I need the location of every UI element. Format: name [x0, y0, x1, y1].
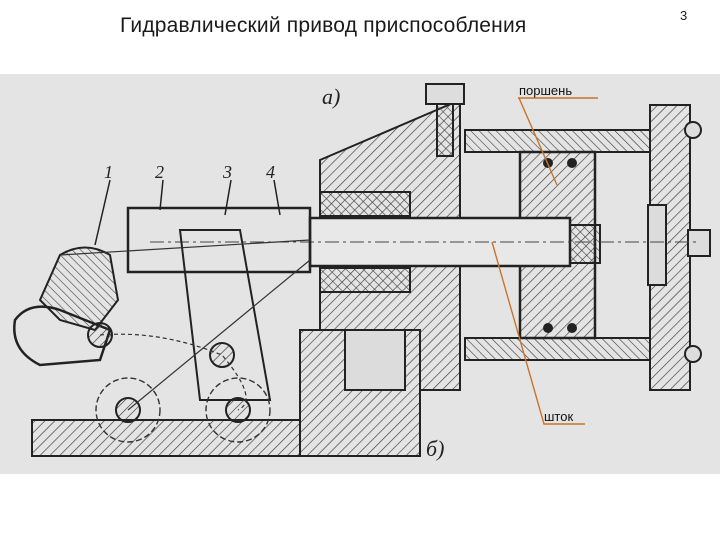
leader-4	[273, 179, 281, 216]
rod-nut	[569, 224, 601, 264]
cylinder-wall-bottom	[464, 337, 651, 361]
callout-piston: поршень	[519, 83, 573, 98]
end-cover	[649, 104, 691, 391]
callout-line-rod	[491, 241, 585, 425]
motion-path	[99, 333, 247, 411]
tie-bolt-top	[684, 121, 702, 139]
part-number-4: 4	[266, 162, 275, 182]
page-number: 3	[680, 8, 688, 23]
piston-seal-top-2	[567, 158, 577, 168]
slide-title: Гидравлический привод приспособления	[120, 14, 527, 37]
top-bolt-head	[425, 83, 465, 105]
view-label-a: а)	[322, 84, 340, 109]
end-cover-boss	[647, 204, 667, 286]
top-bolt-shank	[436, 103, 454, 157]
linkage-line-2	[127, 259, 311, 411]
leader-3	[224, 179, 232, 216]
linkage-line	[59, 239, 311, 256]
cylinder-wall-top	[464, 129, 651, 153]
view-label-b: б)	[426, 436, 444, 461]
piston-seal-bottom	[543, 323, 553, 333]
piston-seal-bottom-2	[567, 323, 577, 333]
part-number-3: 3	[222, 162, 232, 182]
rod-seal-bottom	[319, 267, 411, 293]
callout-line-piston	[518, 97, 558, 186]
callout-rod: шток	[544, 409, 574, 424]
leader-2	[159, 179, 164, 211]
tie-bolt-bottom	[684, 345, 702, 363]
link-plate	[178, 229, 272, 401]
rod-seal-top	[319, 191, 411, 217]
roller-arc-1	[95, 377, 161, 443]
base-plate	[31, 419, 301, 457]
part-number-1: 1	[104, 162, 113, 182]
end-cover-bolt	[687, 229, 711, 257]
base-pocket	[344, 329, 406, 391]
pivot-2	[209, 342, 235, 368]
part-number-2: 2	[155, 162, 164, 182]
leader-1	[94, 179, 111, 246]
hydraulic-drive-drawing: 1 2 3 4 а) б)	[0, 74, 720, 474]
roller-arc-2	[205, 377, 271, 443]
